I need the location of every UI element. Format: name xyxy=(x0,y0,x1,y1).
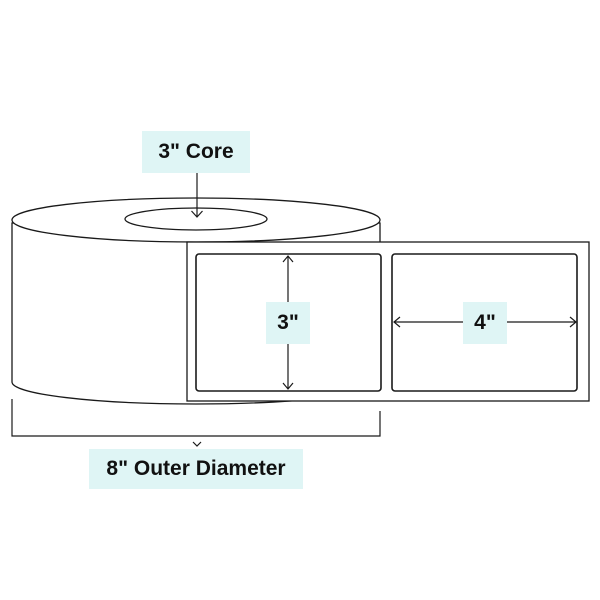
label-width-label: 4" xyxy=(463,302,507,344)
label-height-label: 3" xyxy=(266,302,310,344)
outer-diameter-label: 8" Outer Diameter xyxy=(89,449,303,489)
height-arrow-head-bottom xyxy=(282,382,294,390)
height-arrow-head-top xyxy=(282,255,294,263)
roll-core-hole xyxy=(124,207,268,231)
outer-diameter-pointer xyxy=(192,441,202,447)
width-arrow-head-left xyxy=(393,316,401,328)
width-arrow-head-right xyxy=(569,316,577,328)
outer-diameter-bracket xyxy=(11,399,381,437)
core-arrow-head xyxy=(191,210,203,218)
core-size-label: 3" Core xyxy=(142,131,250,173)
